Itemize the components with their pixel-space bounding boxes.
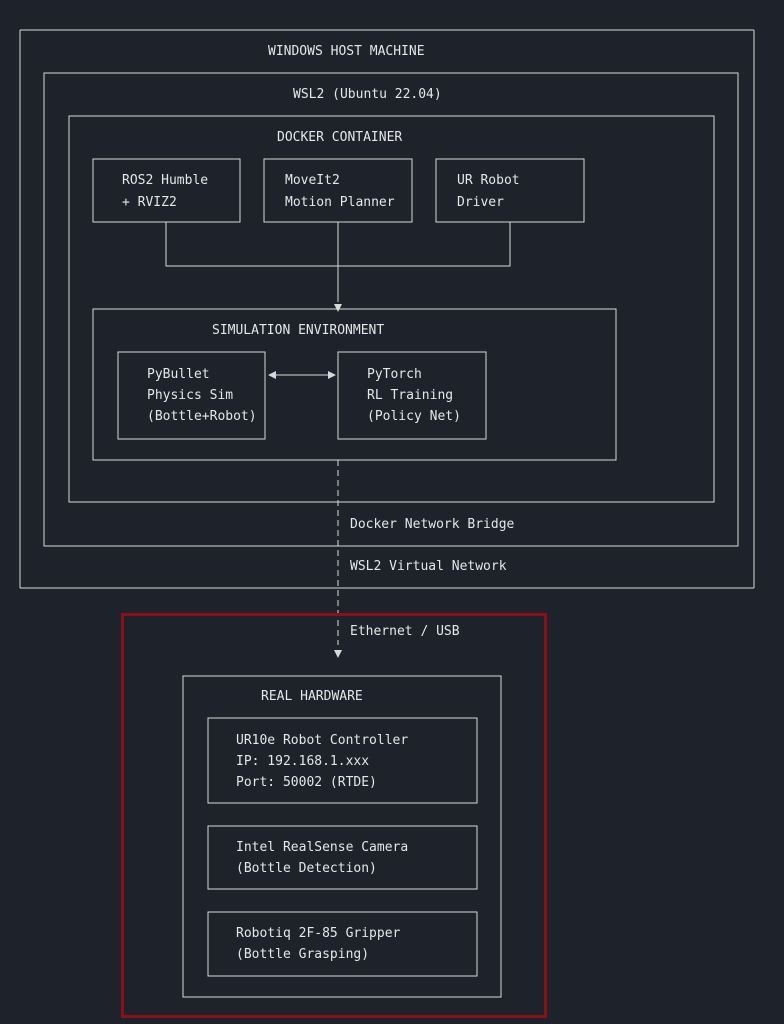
wsl-box: [43, 72, 739, 547]
host-box: [19, 29, 755, 589]
gripper-label-2: (Bottle Grasping): [236, 947, 370, 962]
pybullet-box: [117, 351, 266, 440]
ros-box: [92, 158, 241, 223]
ur-driver-label-2: Driver: [457, 195, 504, 210]
ur10e-label-3: Port: 50002 (RTDE): [236, 775, 377, 790]
sim-title: SIMULATION ENVIRONMENT: [212, 323, 385, 338]
docker-box: [68, 115, 715, 503]
docker-title: DOCKER CONTAINER: [277, 130, 403, 145]
hw-box: [182, 675, 502, 998]
pybullet-label-3: (Bottle+Robot): [147, 409, 257, 424]
ur10e-label-1: UR10e Robot Controller: [236, 733, 409, 748]
sim-box: [92, 308, 617, 461]
ros-label-1: ROS2 Humble: [122, 173, 209, 188]
ur-driver-label-1: UR Robot: [457, 173, 520, 188]
hw-title: REAL HARDWARE: [261, 689, 363, 704]
ros-label-2: + RVIZ2: [122, 195, 177, 210]
ethernet-usb-label: Ethernet / USB: [350, 624, 460, 639]
bidir-arrow-left: [268, 371, 276, 379]
moveit-label-2: Motion Planner: [285, 195, 395, 210]
connector-bus: [165, 222, 511, 302]
bidir-arrow-right: [328, 371, 336, 379]
camera-label-2: (Bottle Detection): [236, 861, 377, 876]
host-title: WINDOWS HOST MACHINE: [268, 44, 425, 59]
arrow-down-hw: [334, 650, 342, 658]
camera-box: [207, 825, 478, 890]
wsl-network-label: WSL2 Virtual Network: [350, 559, 507, 574]
docker-bridge-label: Docker Network Bridge: [350, 517, 515, 532]
ur10e-box: [207, 717, 478, 804]
pybullet-label-2: Physics Sim: [147, 388, 234, 403]
moveit-box: [263, 158, 413, 223]
gripper-label-1: Robotiq 2F-85 Gripper: [236, 926, 401, 941]
gripper-box: [207, 911, 478, 977]
arrow-down-sim: [334, 304, 342, 312]
hardware-highlight-frame: [121, 613, 547, 1018]
wsl-title: WSL2 (Ubuntu 22.04): [293, 87, 442, 102]
ur-driver-box: [435, 158, 585, 223]
pytorch-label-3: (Policy Net): [367, 409, 461, 424]
pytorch-box: [337, 351, 487, 440]
camera-label-1: Intel RealSense Camera: [236, 840, 409, 855]
pybullet-label-1: PyBullet: [147, 367, 210, 382]
ur10e-label-2: IP: 192.168.1.xxx: [236, 754, 370, 769]
pytorch-label-2: RL Training: [367, 388, 454, 403]
moveit-label-1: MoveIt2: [285, 173, 340, 188]
pytorch-label-1: PyTorch: [367, 367, 422, 382]
